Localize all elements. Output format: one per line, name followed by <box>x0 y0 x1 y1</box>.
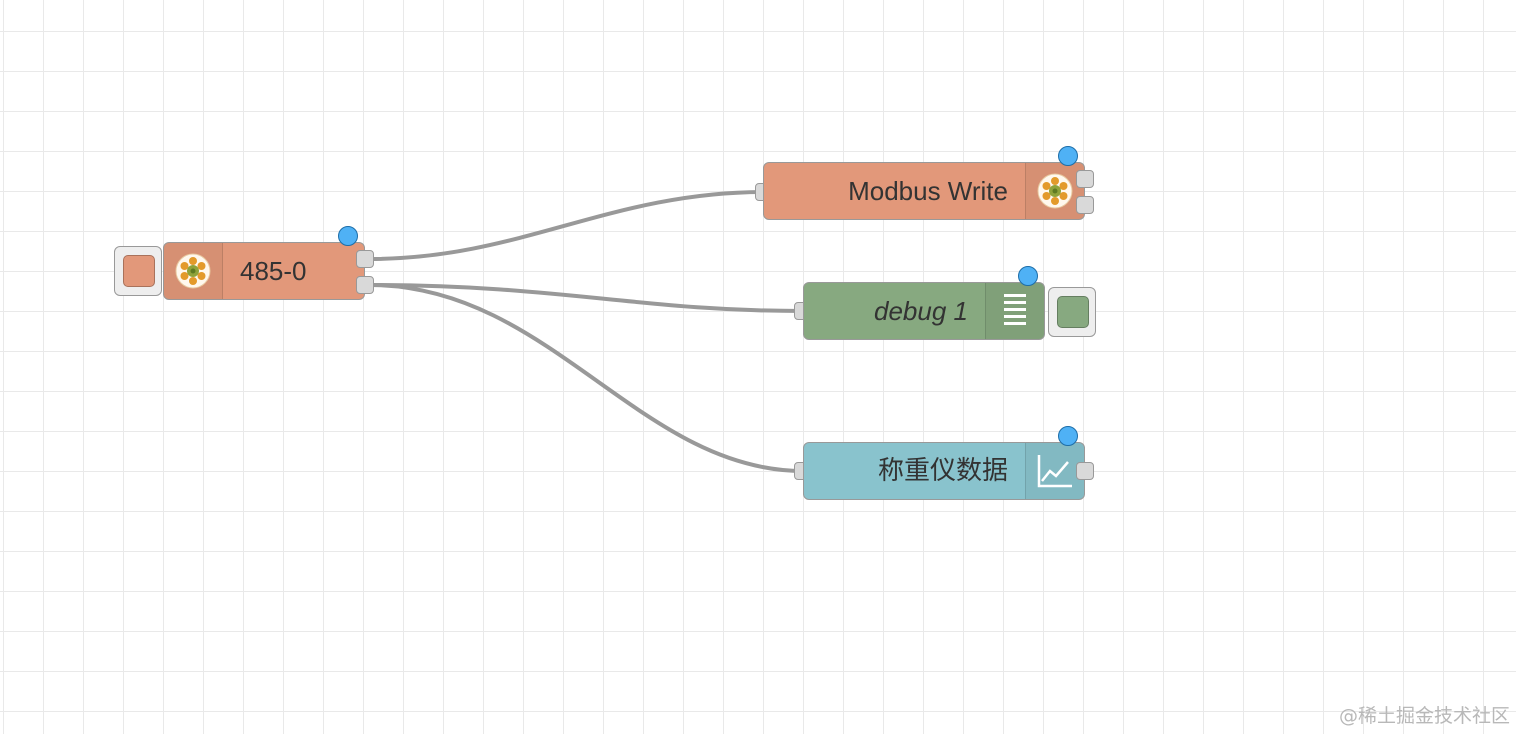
watermark: @稀土掘金技术社区 <box>1338 705 1510 727</box>
node-debug-1[interactable]: debug 1 <box>803 282 1045 340</box>
output-port-1[interactable] <box>356 250 374 268</box>
changed-indicator <box>338 226 358 246</box>
modbus-flower-icon <box>1025 163 1084 219</box>
node-label: Modbus Write <box>848 176 1008 206</box>
node-label: 称重仪数据 <box>877 456 1008 486</box>
output-port-2[interactable] <box>356 276 374 294</box>
changed-indicator <box>1058 426 1078 446</box>
debug-toggle-button[interactable] <box>1048 287 1096 337</box>
node-485-0[interactable]: 485-0 <box>163 242 365 300</box>
node-modbus-write[interactable]: Modbus Write <box>763 162 1085 220</box>
debug-list-icon <box>985 283 1044 339</box>
changed-indicator <box>1058 146 1078 166</box>
inject-button[interactable] <box>114 246 162 296</box>
wire-485-to-chart[interactable] <box>369 283 804 473</box>
inject-button-face <box>123 255 155 287</box>
chart-line-icon <box>1025 443 1084 499</box>
node-label: 485-0 <box>240 256 307 286</box>
wire-485-to-debug[interactable] <box>369 283 804 313</box>
wire-485-to-modbus-write[interactable] <box>369 190 765 261</box>
output-port-1[interactable] <box>1076 170 1094 188</box>
node-weighing-chart[interactable]: 称重仪数据 <box>803 442 1085 500</box>
output-port-2[interactable] <box>1076 196 1094 214</box>
node-label: debug 1 <box>874 296 968 326</box>
modbus-flower-icon <box>164 243 223 299</box>
changed-indicator <box>1018 266 1038 286</box>
output-port-1[interactable] <box>1076 462 1094 480</box>
debug-toggle-face <box>1057 296 1089 328</box>
